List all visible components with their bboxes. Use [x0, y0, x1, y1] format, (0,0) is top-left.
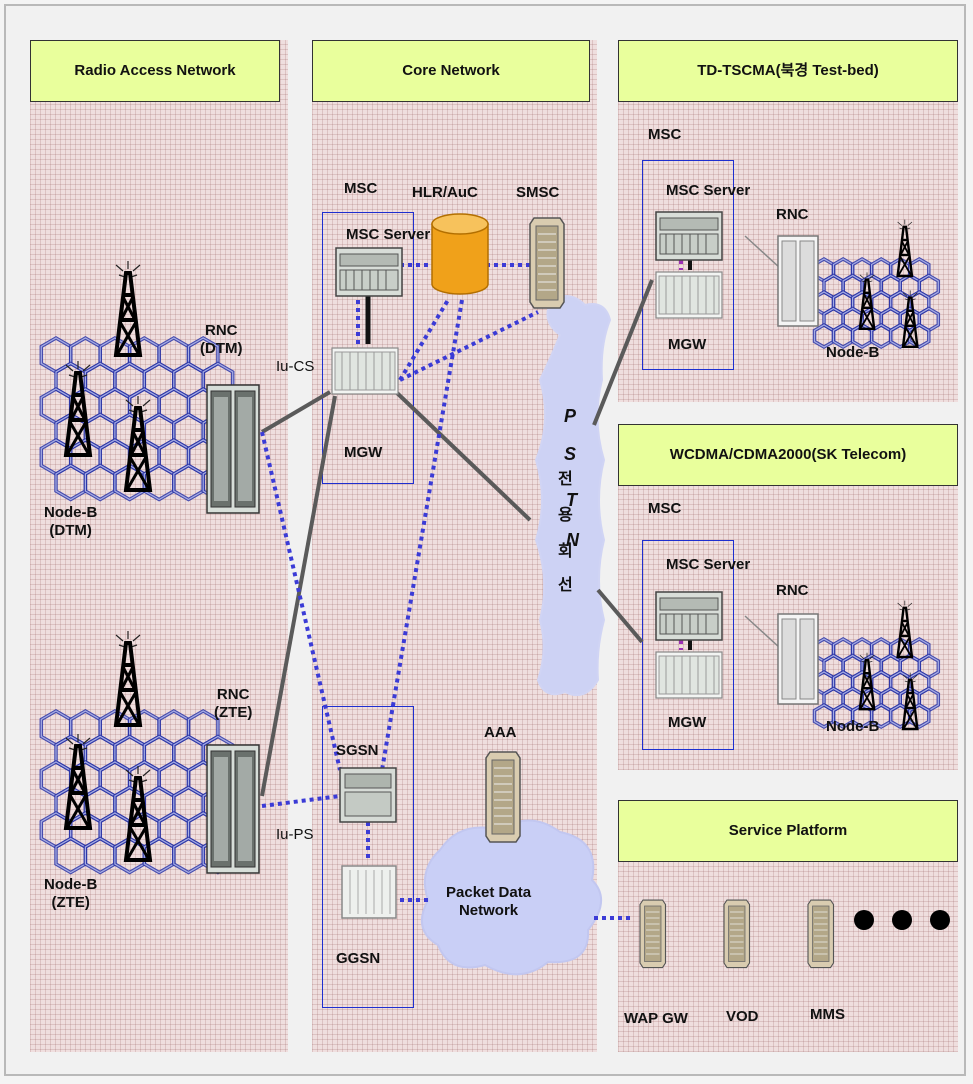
td-rnc-rack — [777, 235, 819, 327]
link-pstn-td — [592, 279, 654, 426]
iu-cs-label: Iu-CS — [276, 358, 315, 375]
link-rnc-zte-sgsn — [261, 794, 341, 808]
wcdma-msc-box — [642, 540, 734, 750]
mms-label: MMS — [810, 1006, 845, 1023]
tower-dtm-1 — [114, 259, 142, 357]
td-msc-label: MSC — [648, 126, 682, 143]
wcdma-msc-server-label: MSC Server — [666, 556, 751, 573]
pstn-korean-1: 전 — [558, 471, 573, 488]
rnc-dtm-rack — [206, 384, 260, 514]
pstn-letter-t: T — [566, 490, 577, 510]
td-rnc-label: RNC — [776, 206, 809, 223]
hex-cluster-wcdma — [812, 636, 941, 730]
rnc-dtm-label: RNC (DTM) — [200, 322, 243, 357]
ellipsis-dots — [854, 910, 950, 930]
wcdma-node-b-label: Node-B — [826, 718, 880, 735]
hex-cluster-td — [812, 256, 941, 350]
node-b-zte-label: Node-B (ZTE) — [44, 876, 98, 911]
wcdma-rnc-label: RNC — [776, 582, 809, 599]
td-header: TD-TSCMA(북경 Test-bed) — [618, 40, 958, 102]
wap-gw-label: WAP GW — [624, 1010, 688, 1027]
core-msc-server-label: MSC Server — [346, 226, 431, 243]
aaa-server — [485, 751, 521, 843]
pstn-letter-p: P — [564, 406, 577, 426]
aaa-label: AAA — [484, 724, 517, 741]
link-mgw-pstn — [394, 390, 532, 522]
link-rnc-dtm-sgsn — [260, 431, 342, 771]
td-msc-server — [655, 211, 723, 261]
pstn-cloud — [534, 295, 612, 696]
core-msc-server — [335, 247, 403, 297]
link-pstn-wcdma — [596, 588, 644, 644]
sgsn-server — [339, 767, 397, 823]
wcdma-mgw — [655, 651, 723, 699]
pdn-cloud — [420, 819, 602, 976]
wcdma-msc-label: MSC — [648, 500, 682, 517]
node-b-dtm-label: Node-B (DTM) — [44, 504, 98, 539]
link-wcdma-rnc — [744, 615, 781, 649]
hlr-database — [431, 213, 489, 295]
core-mgw — [331, 347, 399, 395]
link-mgw-smsc — [399, 310, 539, 382]
core-header: Core Network — [312, 40, 590, 102]
core-msc-label: MSC — [344, 180, 378, 197]
wcdma-header: WCDMA/CDMA2000(SK Telecom) — [618, 424, 958, 486]
ggsn-label: GGSN — [336, 950, 381, 967]
wap-gw-server — [639, 899, 667, 969]
ran-panel — [30, 40, 288, 1052]
ran-header: Radio Access Network — [30, 40, 280, 102]
sgsn-label: SGSN — [336, 742, 379, 759]
pstn-korean-3: 회 — [558, 543, 573, 560]
td-mgw-label: MGW — [668, 336, 707, 353]
td-msc-server-label: MSC Server — [666, 182, 751, 199]
smsc-label: SMSC — [516, 184, 560, 201]
core-sgsn-box — [322, 706, 414, 1008]
iu-ps-label: Iu-PS — [276, 826, 314, 843]
link-rnc-dtm-mgw — [260, 390, 332, 434]
smsc-server — [529, 217, 565, 309]
service-panel — [618, 862, 958, 1052]
tower-td-1 — [896, 218, 914, 278]
td-msc-box — [642, 160, 734, 370]
wcdma-mgw-label: MGW — [668, 714, 707, 731]
tower-zte-1 — [114, 629, 142, 727]
rnc-zte-label: RNC (ZTE) — [214, 686, 253, 721]
vod-server — [723, 899, 751, 969]
mms-server — [807, 899, 835, 969]
core-mgw-label: MGW — [344, 444, 383, 461]
td-node-b-label: Node-B — [826, 344, 880, 361]
pstn-letter-s: S — [564, 444, 577, 464]
td-mgw — [655, 271, 723, 319]
pstn-korean-2: 용 — [558, 507, 573, 524]
link-td-rnc — [744, 235, 781, 269]
wcdma-msc-server — [655, 591, 723, 641]
hlr-label: HLR/AuC — [412, 184, 478, 201]
rnc-zte-rack — [206, 744, 260, 874]
pstn-letter-n: N — [566, 530, 579, 550]
tower-wcdma-1 — [896, 599, 914, 659]
vod-label: VOD — [726, 1008, 759, 1025]
wcdma-rnc-rack — [777, 613, 819, 705]
ggsn-server — [341, 865, 397, 919]
core-msc-box — [322, 212, 414, 484]
service-header: Service Platform — [618, 800, 958, 862]
pstn-korean-4: 선 — [558, 577, 573, 594]
pdn-label: Packet Data Network — [446, 884, 532, 919]
